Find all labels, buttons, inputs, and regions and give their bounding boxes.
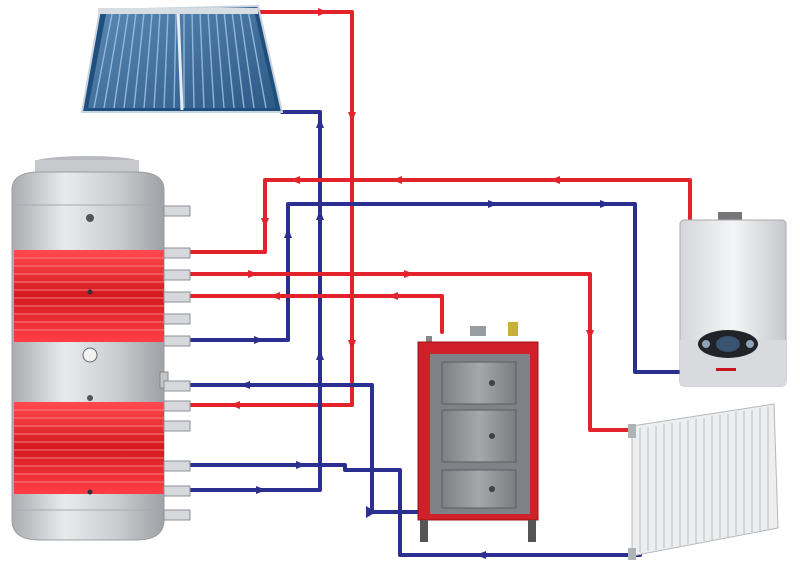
upper-door bbox=[441, 361, 517, 405]
pipe-radiator-supply bbox=[188, 272, 634, 432]
arrow-marker bbox=[488, 200, 498, 208]
sensor-port-icon bbox=[87, 395, 93, 401]
arrow-marker bbox=[230, 401, 240, 409]
arrow-marker bbox=[600, 200, 610, 208]
ash-door bbox=[441, 469, 517, 509]
control-knob-icon bbox=[702, 340, 710, 348]
arrow-marker bbox=[316, 350, 324, 360]
sensor-port-icon bbox=[82, 347, 98, 363]
brand-label bbox=[716, 368, 736, 371]
arrow-marker bbox=[366, 506, 376, 518]
pipe-solar-return bbox=[188, 110, 322, 492]
pipe-solid-supply bbox=[188, 294, 444, 334]
radiator bbox=[628, 403, 779, 560]
arrow-marker bbox=[284, 228, 292, 238]
sensor-port-icon bbox=[87, 289, 93, 295]
arrow-marker bbox=[254, 336, 264, 344]
solid-fuel-boiler bbox=[417, 322, 539, 542]
arrow-marker bbox=[240, 381, 250, 389]
arrow-marker bbox=[392, 176, 402, 184]
lower-heat-exchanger-coil bbox=[14, 402, 164, 494]
arrow-marker bbox=[290, 176, 300, 184]
gas-boiler bbox=[679, 212, 787, 387]
arrow-marker bbox=[318, 8, 328, 16]
solar-tubes bbox=[93, 9, 267, 109]
control-knob-icon bbox=[746, 340, 754, 348]
arrow-marker bbox=[404, 270, 414, 278]
solar-collector bbox=[80, 4, 284, 113]
arrow-marker bbox=[388, 292, 398, 300]
arrow-marker bbox=[316, 210, 324, 220]
sensor-port-icon bbox=[87, 489, 93, 495]
arrow-marker bbox=[586, 330, 594, 340]
arrow-marker bbox=[256, 486, 266, 494]
arrow-marker bbox=[316, 118, 324, 128]
sensor-port-icon bbox=[86, 214, 94, 222]
upper-heat-exchanger-coil bbox=[14, 250, 164, 342]
arrow-marker bbox=[348, 112, 356, 122]
pipe-gas-supply bbox=[188, 178, 692, 254]
arrow-marker bbox=[261, 218, 269, 228]
pipe-radiator-return bbox=[188, 463, 642, 557]
arrow-marker bbox=[550, 176, 560, 184]
pipe-solar-supply bbox=[188, 10, 354, 407]
arrow-marker bbox=[296, 461, 306, 469]
arrow-marker bbox=[248, 270, 258, 278]
buffer-tank bbox=[11, 156, 191, 541]
arrow-marker bbox=[476, 551, 486, 559]
middle-door bbox=[441, 409, 517, 463]
arrow-marker bbox=[348, 340, 356, 350]
arrow-marker bbox=[270, 292, 280, 300]
pipe-gas-return bbox=[188, 202, 682, 374]
pipe-solid-return bbox=[188, 383, 422, 514]
